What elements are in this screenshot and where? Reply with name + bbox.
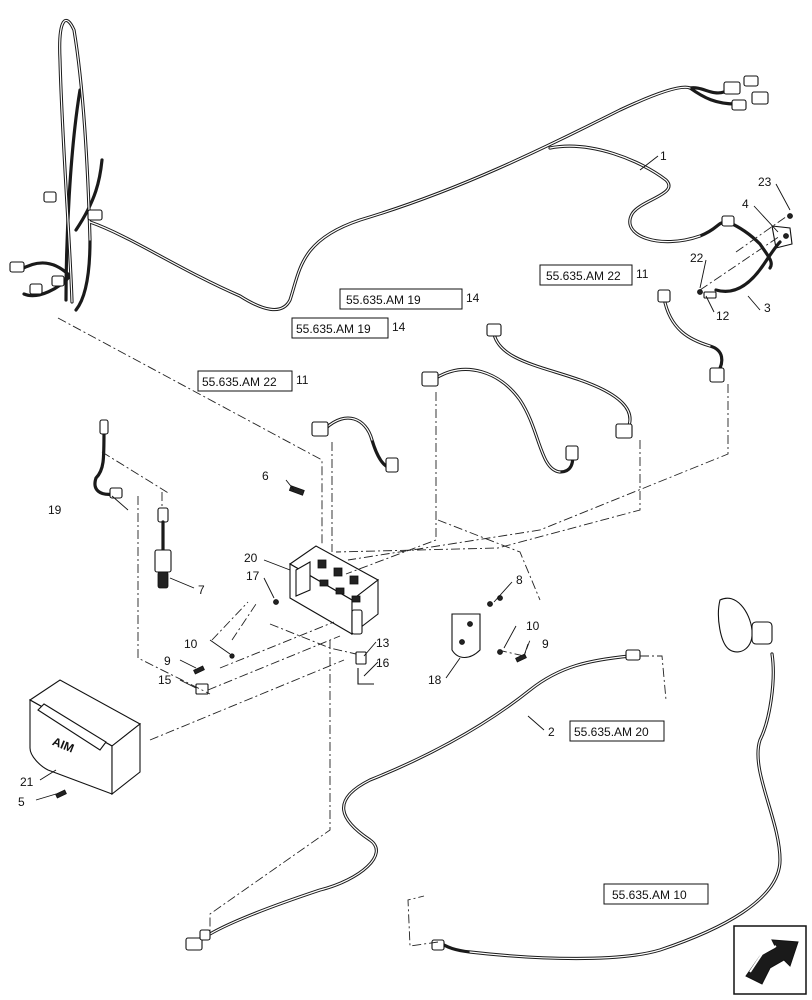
bracket-18 — [451, 613, 481, 659]
callout-10-left: 10 — [184, 637, 198, 651]
harness-19 — [93, 419, 123, 499]
callout-19: 19 — [48, 503, 62, 517]
screw-8b — [497, 595, 503, 601]
callout-7: 7 — [198, 583, 205, 597]
cover-housing-21: AIM — [28, 679, 141, 796]
connector-12 — [703, 291, 717, 299]
callout-2: 2 — [548, 725, 555, 739]
callout-9-left: 9 — [164, 654, 171, 668]
reference-boxes: 55.635.AM 22 55.635.AM 19 55.635.AM 19 5… — [197, 264, 709, 905]
sensor-harness-bottom — [431, 597, 782, 961]
ref-am22-left: 55.635.AM 22 — [202, 375, 277, 389]
callout-1: 1 — [660, 149, 667, 163]
ref-box-am19-mid — [291, 317, 389, 339]
ref-box-am20 — [569, 720, 665, 742]
callout-16: 16 — [376, 656, 390, 670]
leader-lines — [35, 155, 791, 801]
ref-box-am10 — [603, 883, 709, 905]
ref-am10: 55.635.AM 10 — [612, 888, 687, 902]
callout-5: 5 — [18, 795, 25, 809]
nut-22 — [697, 289, 703, 295]
callout-17: 17 — [246, 569, 260, 583]
ref-am20: 55.635.AM 20 — [574, 725, 649, 739]
callout-22: 22 — [690, 251, 704, 265]
bolt-9-left — [193, 665, 205, 675]
callout-15: 15 — [158, 673, 172, 687]
callout-14-upper: 14 — [466, 291, 480, 305]
sensor-7 — [154, 507, 172, 589]
callout-11-right: 11 — [636, 267, 649, 281]
cable-3 — [714, 240, 782, 293]
module-housing-20 — [288, 545, 380, 636]
callout-14-lower: 14 — [392, 320, 406, 334]
screw-8a — [487, 601, 493, 607]
screw-23 — [787, 213, 793, 219]
harness-11-right — [657, 289, 725, 383]
harness-2 — [185, 649, 641, 951]
bolt-9-right — [515, 653, 527, 663]
harness-11-left — [311, 416, 399, 473]
main-harness-1 — [9, 18, 773, 312]
callout-4: 4 — [742, 197, 749, 211]
harness-14-upper — [486, 323, 633, 439]
nut-15 — [195, 683, 209, 695]
assembly-lines — [57, 317, 729, 947]
washer-10-left — [229, 653, 235, 659]
callout-10-right: 10 — [526, 619, 540, 633]
relay-13 — [355, 651, 367, 665]
harness-14-lower — [421, 367, 579, 474]
callout-23: 23 — [758, 175, 772, 189]
ref-box-am22-top — [539, 264, 633, 286]
clip-16 — [357, 668, 374, 685]
ref-box-am19-top — [339, 288, 463, 310]
callout-9-right: 9 — [542, 637, 549, 651]
callout-18: 18 — [428, 673, 442, 687]
next-page-arrow-icon[interactable] — [733, 925, 807, 995]
ref-am19-mid: 55.635.AM 19 — [296, 322, 371, 336]
ref-box-am22-left — [197, 370, 293, 392]
callout-20: 20 — [244, 551, 258, 565]
callout-12: 12 — [716, 309, 730, 323]
screw-5 — [55, 789, 67, 799]
screw-17 — [273, 599, 279, 605]
ref-am19-top: 55.635.AM 19 — [346, 293, 421, 307]
callout-8: 8 — [516, 573, 523, 587]
callout-labels: 1 23 4 22 3 12 11 14 14 11 6 19 20 17 7 … — [18, 149, 772, 809]
fuse-6 — [288, 485, 305, 496]
callout-13: 13 — [376, 636, 390, 650]
callout-6: 6 — [262, 469, 269, 483]
callout-11-left: 11 — [296, 373, 309, 387]
callout-21: 21 — [20, 775, 34, 789]
callout-3: 3 — [764, 301, 771, 315]
ref-am22-top: 55.635.AM 22 — [546, 269, 621, 283]
